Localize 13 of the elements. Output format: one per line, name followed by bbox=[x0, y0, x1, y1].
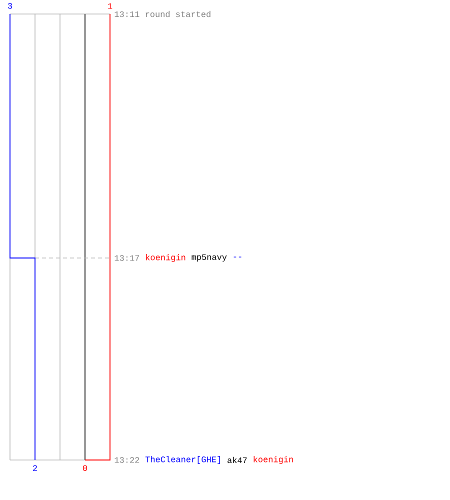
team-score: 2 bbox=[33, 465, 37, 471]
weapon-name: mp5navy bbox=[192, 254, 227, 262]
event-text: 13:11 round started bbox=[114, 10, 210, 18]
player-name: koenigin bbox=[146, 254, 186, 262]
player-name: TheCleaner[GHE] bbox=[145, 456, 220, 464]
weapon-name: ak47 bbox=[228, 456, 247, 464]
team-score: 1 bbox=[108, 3, 112, 9]
team-score: 0 bbox=[82, 465, 88, 471]
player-name: koenigin bbox=[254, 456, 293, 464]
victim-name: -- bbox=[234, 256, 242, 258]
event-time: 13:17 bbox=[114, 255, 140, 261]
team-score: 3 bbox=[8, 3, 12, 9]
event-time: 13:22 bbox=[114, 457, 140, 463]
